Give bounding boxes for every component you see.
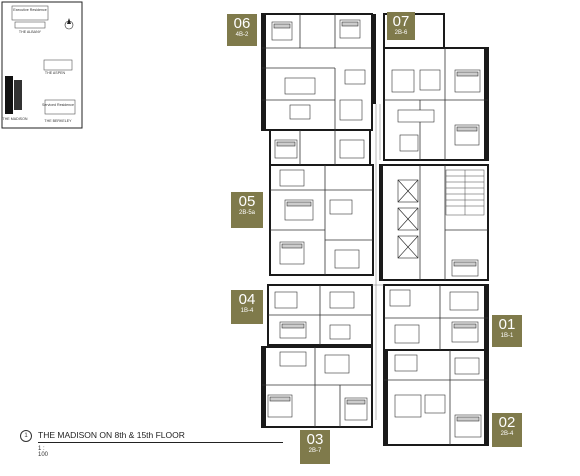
unit-tag-04: 04 1B-4: [231, 290, 263, 324]
unit-number: 02: [498, 414, 516, 431]
key-plan: Executive Residence THE ALBANY THE ASPEN…: [1, 1, 83, 129]
unit-type: 2B-6: [394, 30, 408, 36]
unit-tag-07: 07 2B-6: [387, 12, 415, 40]
key-label-madison: THE MADISON: [3, 117, 28, 121]
furniture: [267, 19, 482, 438]
unit-type: 2B-5a: [238, 210, 255, 216]
unit-tag-06: 06 4B-2: [227, 14, 257, 46]
key-label-aspen: THE ASPEN: [45, 71, 66, 75]
unit-tag-01: 01 1B-1: [492, 315, 522, 347]
stair-core: [445, 169, 485, 216]
key-label-serviced: Serviced Residence: [42, 103, 74, 107]
interior-partitions: [262, 14, 488, 445]
title-rule: [38, 442, 283, 443]
unit-type: 1B-4: [240, 308, 254, 314]
unit-type: 2B-7: [308, 448, 322, 454]
accent-walls: [262, 14, 488, 445]
drawing-title: THE MADISON ON 8th & 15th FLOOR: [38, 430, 185, 440]
unit-tag-03: 03 2B-7: [300, 430, 330, 464]
unit-type: 1B-1: [500, 333, 514, 339]
drawing-scale: 1 : 100: [38, 446, 49, 458]
unit-number: 05: [238, 193, 256, 210]
section-marker: 1: [20, 430, 32, 442]
lifts: [397, 179, 419, 259]
corridor-lines: [372, 104, 384, 420]
unit-number: 07: [392, 13, 410, 30]
unit-type: 4B-2: [235, 32, 249, 38]
unit-number: 01: [498, 316, 516, 333]
unit-number: 04: [238, 291, 256, 308]
section-marker-number: 1: [24, 433, 28, 439]
key-label-berkeley: THE BERKELEY: [44, 119, 72, 123]
unit-tag-05: 05 2B-5a: [231, 192, 263, 228]
key-label-albany: THE ALBANY: [19, 30, 42, 34]
north-arrow-icon: [64, 18, 74, 30]
key-label-executive: Executive Residence: [13, 8, 47, 12]
unit-tag-02: 02 2B-4: [492, 413, 522, 447]
unit-number: 06: [233, 15, 251, 32]
unit-number: 03: [306, 431, 324, 448]
unit-type: 2B-4: [500, 431, 514, 437]
